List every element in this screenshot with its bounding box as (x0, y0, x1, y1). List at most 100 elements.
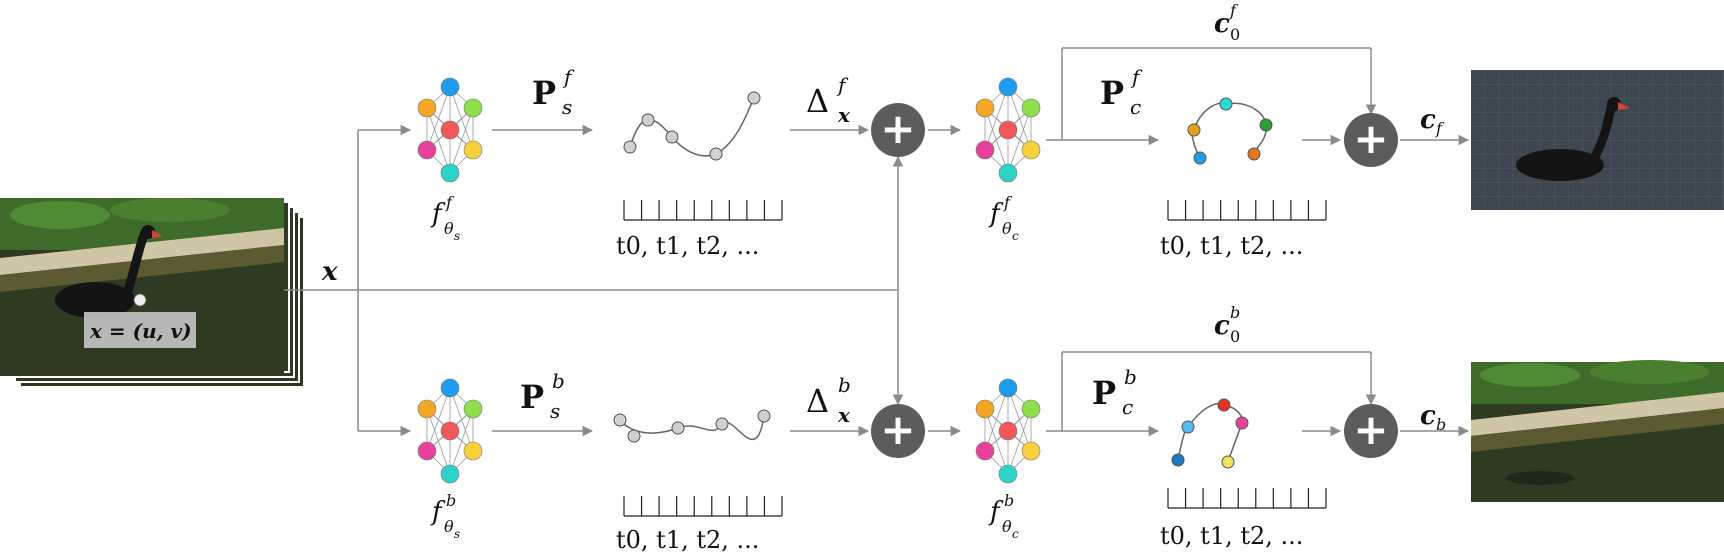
svg-text:s: s (550, 399, 560, 423)
control-point (1193, 151, 1207, 165)
svg-text:θ: θ (444, 517, 454, 536)
svg-text:f: f (1435, 119, 1445, 138)
bg-delta-label: Δ b x (806, 373, 851, 427)
fg-color-time-label: t0, t1, t2, ... (1160, 232, 1303, 260)
mlp-node (417, 98, 437, 118)
svg-text:0: 0 (1230, 25, 1240, 44)
fg-output-image (1471, 70, 1724, 210)
mlp-node (998, 378, 1018, 398)
mlp-node (417, 441, 437, 461)
bg-deform-sum-plus-icon: + (871, 404, 925, 458)
bg-color-basis-label: P b c (1092, 365, 1137, 419)
control-point (623, 140, 637, 154)
fg-shape-curve (623, 91, 761, 161)
mlp-node (440, 120, 460, 140)
svg-text:x: x (837, 103, 851, 127)
mlp-node (463, 140, 483, 160)
control-point (1171, 453, 1185, 467)
input-video-stack: x = (u, v) (0, 198, 305, 388)
fg-shape-time-axis (623, 200, 783, 221)
fg-deform-sum-plus-icon: + (871, 103, 925, 157)
fg-delta-label: Δ f x (806, 73, 851, 127)
control-point (1219, 97, 1233, 111)
mlp-node (463, 441, 483, 461)
bg-color-time-label: t0, t1, t2, ... (1160, 522, 1303, 550)
bg-color-curve (1171, 398, 1249, 469)
svg-text:f: f (836, 73, 849, 97)
svg-text:P: P (520, 378, 544, 416)
mlp-node (417, 399, 437, 419)
svg-text:s: s (454, 229, 460, 243)
svg-text:0: 0 (1230, 327, 1240, 346)
control-point (671, 421, 685, 435)
mlp-node (440, 421, 460, 441)
mlp-node (998, 120, 1018, 140)
svg-text:b: b (838, 373, 851, 397)
control-point (747, 91, 761, 105)
mlp-node (975, 140, 995, 160)
control-point (641, 113, 655, 127)
input-vector-label: x (321, 257, 338, 287)
control-point (613, 413, 627, 427)
svg-text:+: + (880, 104, 915, 153)
svg-text:θ: θ (444, 219, 454, 238)
bg-shape-time-label: t0, t1, t2, ... (616, 526, 759, 554)
mlp-node (417, 140, 437, 160)
fg-shape-basis-label: P f s (532, 65, 575, 119)
svg-text:+: + (880, 405, 915, 454)
mlp-node (440, 163, 460, 183)
control-point (1217, 398, 1231, 412)
svg-text:c: c (1012, 527, 1019, 541)
bg-shape-mlp-label: f b θ s (430, 491, 460, 541)
mlp-node (1021, 399, 1041, 419)
control-point (1259, 118, 1273, 132)
svg-text:b: b (552, 369, 565, 393)
input-frame: x = (u, v) (0, 198, 284, 376)
mlp-node (1021, 98, 1041, 118)
bg-shape-mlp-icon (417, 378, 483, 484)
svg-text:+: + (1353, 114, 1388, 163)
svg-text:+: + (1353, 405, 1388, 454)
fg-color-curve (1187, 97, 1273, 165)
svg-text:P: P (532, 74, 556, 112)
mlp-node (975, 98, 995, 118)
svg-text:P: P (1100, 74, 1124, 112)
bg-color-time-axis (1167, 488, 1327, 509)
svg-text:s: s (454, 527, 460, 541)
fg-color-mlp-label: f f θ c (988, 193, 1019, 243)
bg-skip-label: c b 0 (1214, 303, 1240, 346)
control-point (1247, 147, 1261, 161)
mlp-node (1021, 140, 1041, 160)
svg-text:b: b (1004, 491, 1014, 510)
svg-text:f: f (1130, 65, 1143, 89)
svg-text:Δ: Δ (806, 382, 829, 420)
svg-text:f: f (562, 65, 575, 89)
fg-color-time-axis (1167, 200, 1327, 221)
svg-text:b: b (1230, 303, 1240, 322)
svg-text:f: f (445, 193, 455, 212)
svg-text:c: c (1420, 105, 1436, 135)
svg-text:c: c (1214, 9, 1230, 39)
fg-skip-label: c f 0 (1214, 1, 1240, 44)
bg-output-label: c b (1420, 401, 1446, 434)
bg-shape-basis-label: P b s (520, 369, 565, 423)
svg-text:c: c (1012, 229, 1019, 243)
bg-color-mlp-label: f b θ c (988, 491, 1019, 541)
svg-text:Δ: Δ (806, 82, 829, 120)
svg-text:s: s (562, 95, 572, 119)
control-point (627, 429, 641, 443)
svg-text:θ: θ (1002, 517, 1012, 536)
fg-shape-mlp-icon (417, 77, 483, 183)
svg-text:P: P (1092, 374, 1116, 412)
svg-text:c: c (1420, 401, 1436, 431)
mlp-node (998, 77, 1018, 97)
control-point (715, 417, 729, 431)
control-point (757, 409, 771, 423)
sample-point (133, 293, 147, 307)
svg-text:b: b (1124, 365, 1137, 389)
control-point (709, 147, 723, 161)
svg-text:c: c (1130, 95, 1141, 119)
mlp-node (463, 98, 483, 118)
mlp-node (975, 399, 995, 419)
